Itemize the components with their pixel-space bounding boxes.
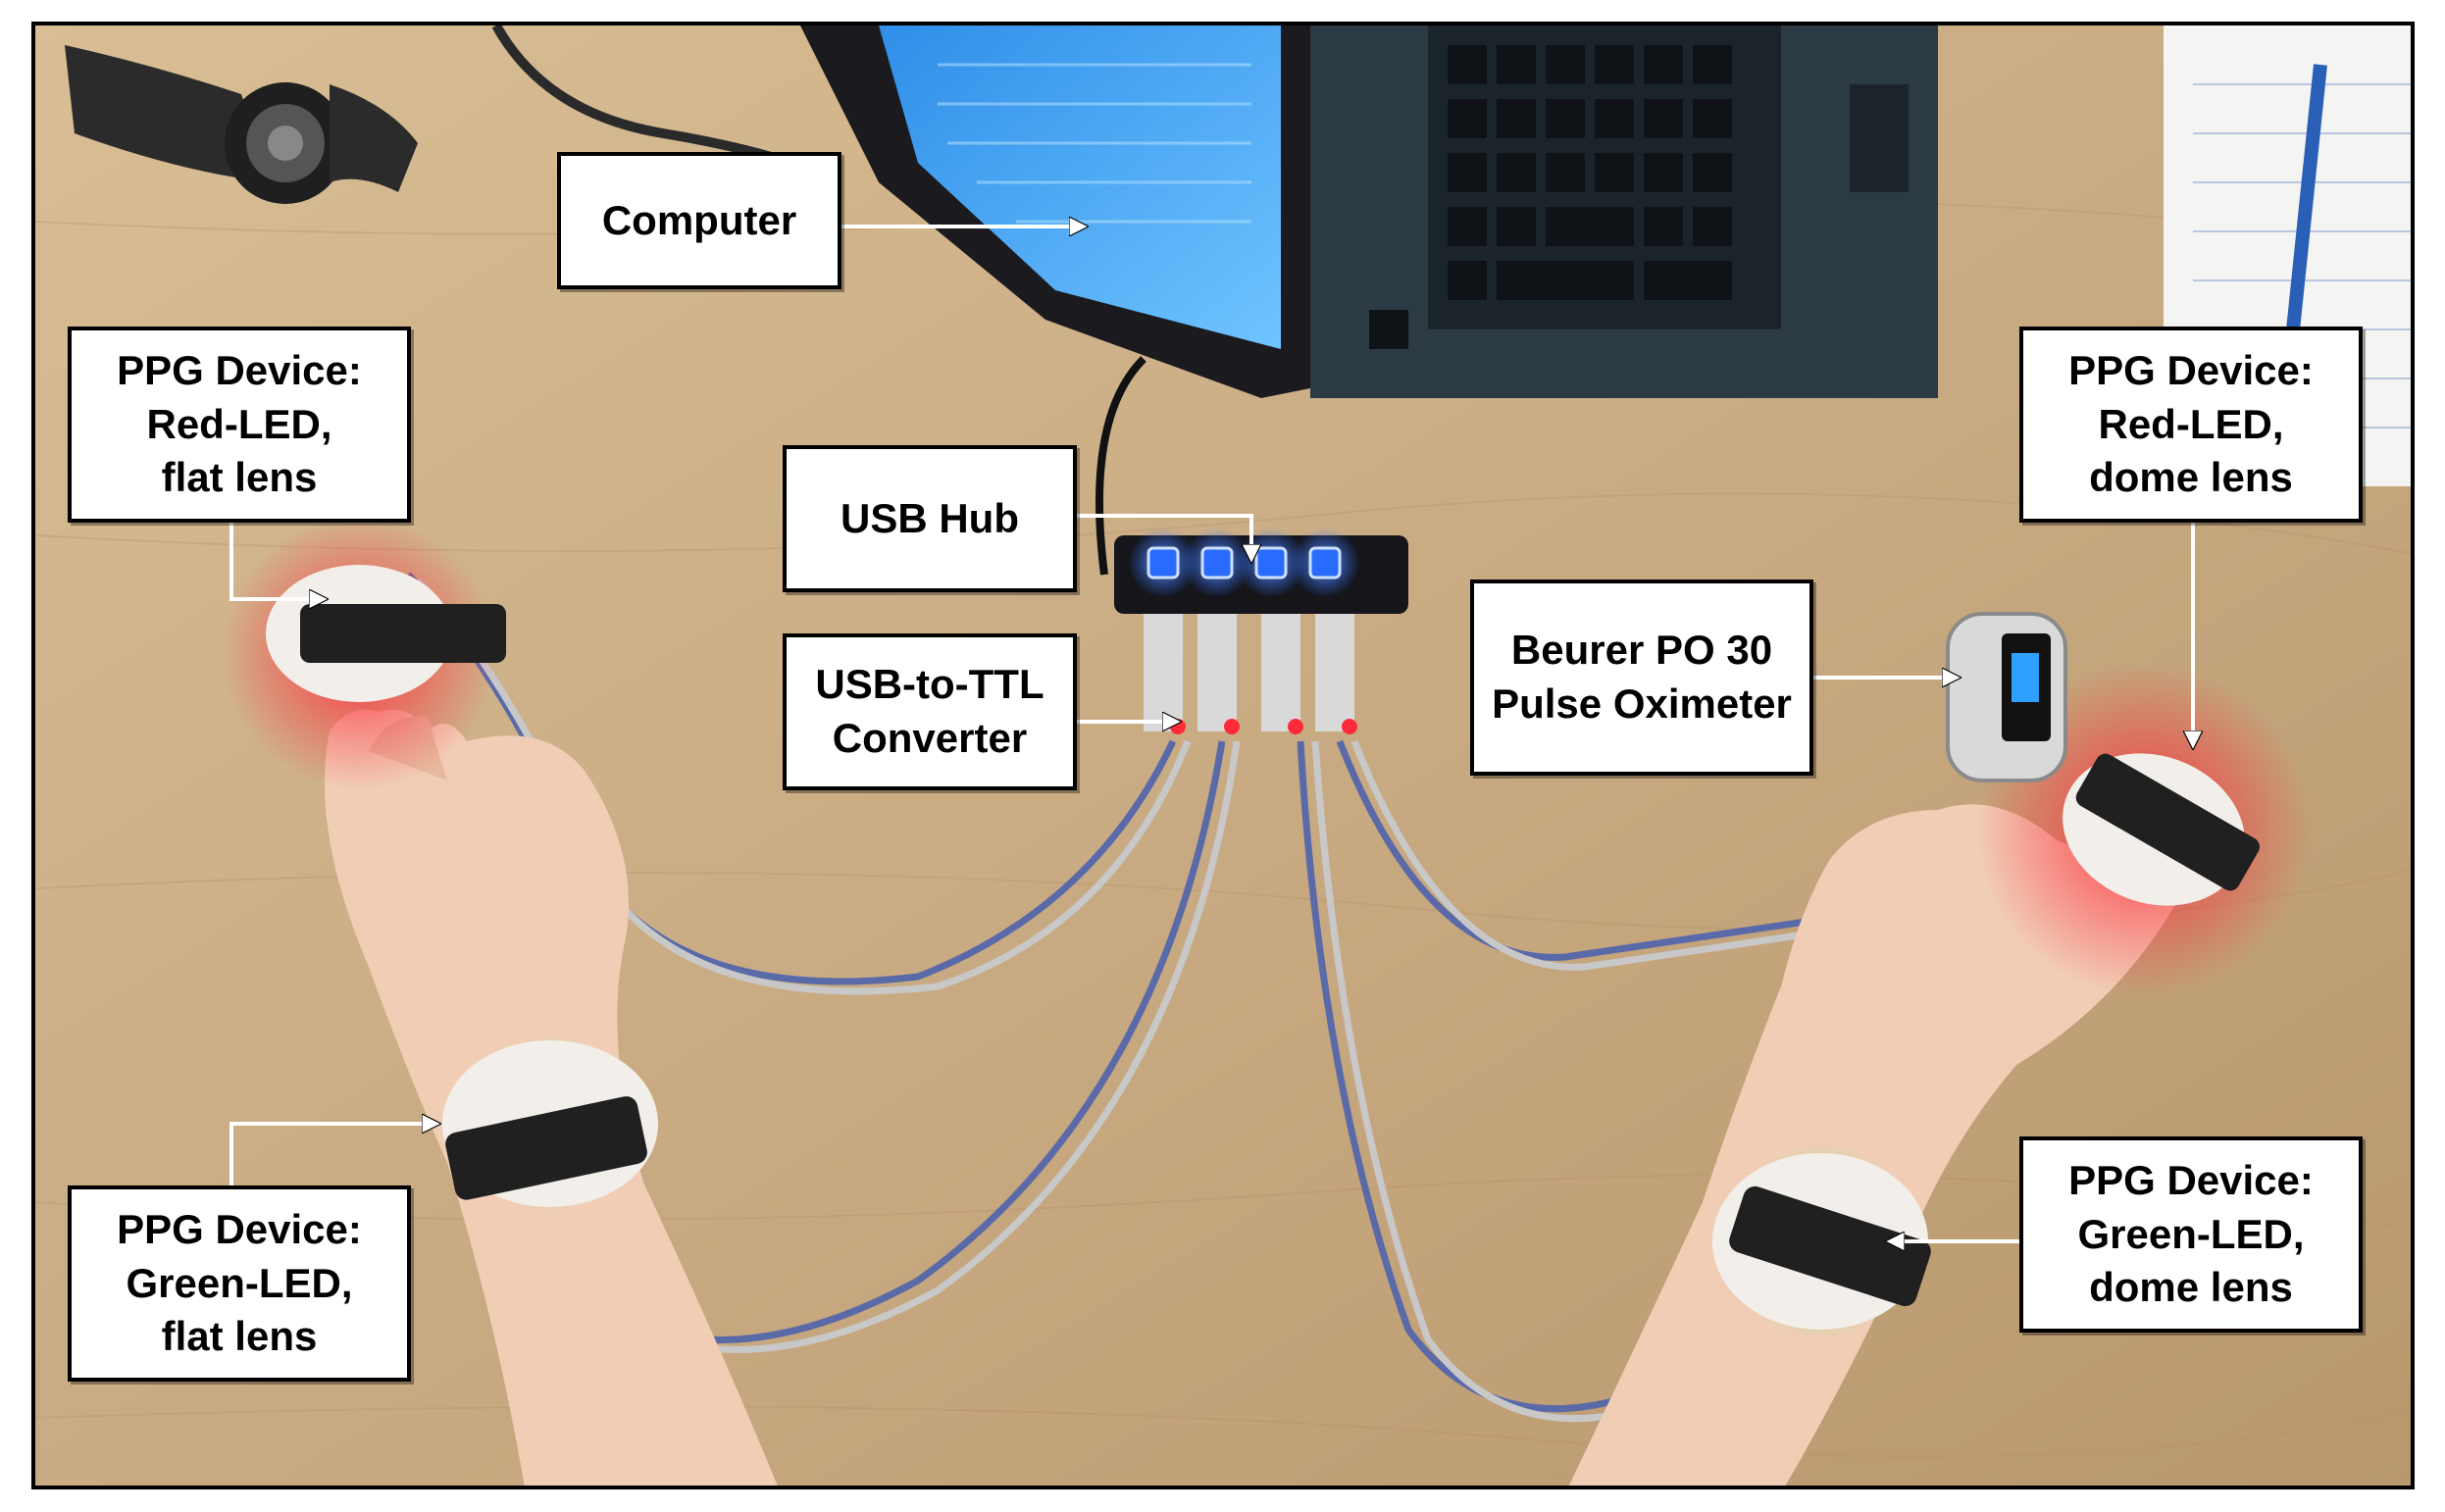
label-beurer-line2: Pulse Oximeter — [1492, 680, 1792, 727]
label-usb-hub: USB Hub — [783, 445, 1077, 592]
smartwatch — [65, 45, 418, 204]
label-computer-text: Computer — [601, 196, 797, 243]
label-usb-ttl-line2: Converter — [832, 715, 1028, 761]
label-ppg-red-dome-line2: Red-LED, — [2098, 400, 2284, 447]
label-ppg-green-dome-line1: PPG Device: — [2068, 1157, 2314, 1204]
label-usb-ttl: USB-to-TTL Converter — [783, 633, 1077, 790]
label-computer: Computer — [557, 152, 841, 289]
arrow-icon — [229, 521, 325, 599]
label-ppg-red-flat-line1: PPG Device: — [117, 347, 362, 394]
label-ppg-green-flat-line2: Green-LED, — [126, 1259, 353, 1306]
label-ppg-green-flat-line1: PPG Device: — [117, 1206, 362, 1253]
callout-arrows — [229, 227, 2193, 1241]
right-arm — [1568, 804, 2189, 1486]
label-ppg-green-dome-line3: dome lens — [2089, 1264, 2293, 1311]
laptop — [800, 25, 1938, 398]
pulse-oximeter — [1946, 612, 2067, 782]
label-usb-ttl-line1: USB-to-TTL — [815, 661, 1044, 708]
ppg-red-dome-device — [2063, 753, 2260, 906]
photo-scene — [35, 25, 2411, 1486]
label-beurer-line1: Beurer PO 30 — [1510, 627, 1773, 674]
label-beurer: Beurer PO 30 Pulse Oximeter — [1470, 580, 1813, 776]
label-ppg-red-flat-line3: flat lens — [161, 454, 318, 501]
usb-ttl-converters — [1144, 614, 1357, 734]
arrow-icon — [229, 1124, 437, 1187]
photo-frame: Computer USB Hub USB-to-TTL Converter PP… — [31, 22, 2415, 1489]
label-usb-hub-text: USB Hub — [840, 494, 1019, 541]
label-ppg-red-dome-line3: dome lens — [2089, 454, 2293, 501]
arrow-icon — [1075, 514, 1251, 560]
ppg-green-flat-device — [442, 1040, 658, 1207]
label-ppg-green-flat: PPG Device: Green-LED, flat lens — [68, 1185, 411, 1382]
label-ppg-green-dome: PPG Device: Green-LED, dome lens — [2019, 1136, 2363, 1333]
label-ppg-red-flat-line2: Red-LED, — [146, 400, 332, 447]
ppg-green-dome-device — [1712, 1153, 1931, 1330]
label-ppg-red-dome: PPG Device: Red-LED, dome lens — [2019, 327, 2363, 523]
label-ppg-red-dome-line1: PPG Device: — [2068, 347, 2314, 394]
label-ppg-green-flat-line3: flat lens — [161, 1313, 318, 1360]
label-ppg-red-flat: PPG Device: Red-LED, flat lens — [68, 327, 411, 523]
label-ppg-green-dome-line2: Green-LED, — [2077, 1210, 2305, 1257]
